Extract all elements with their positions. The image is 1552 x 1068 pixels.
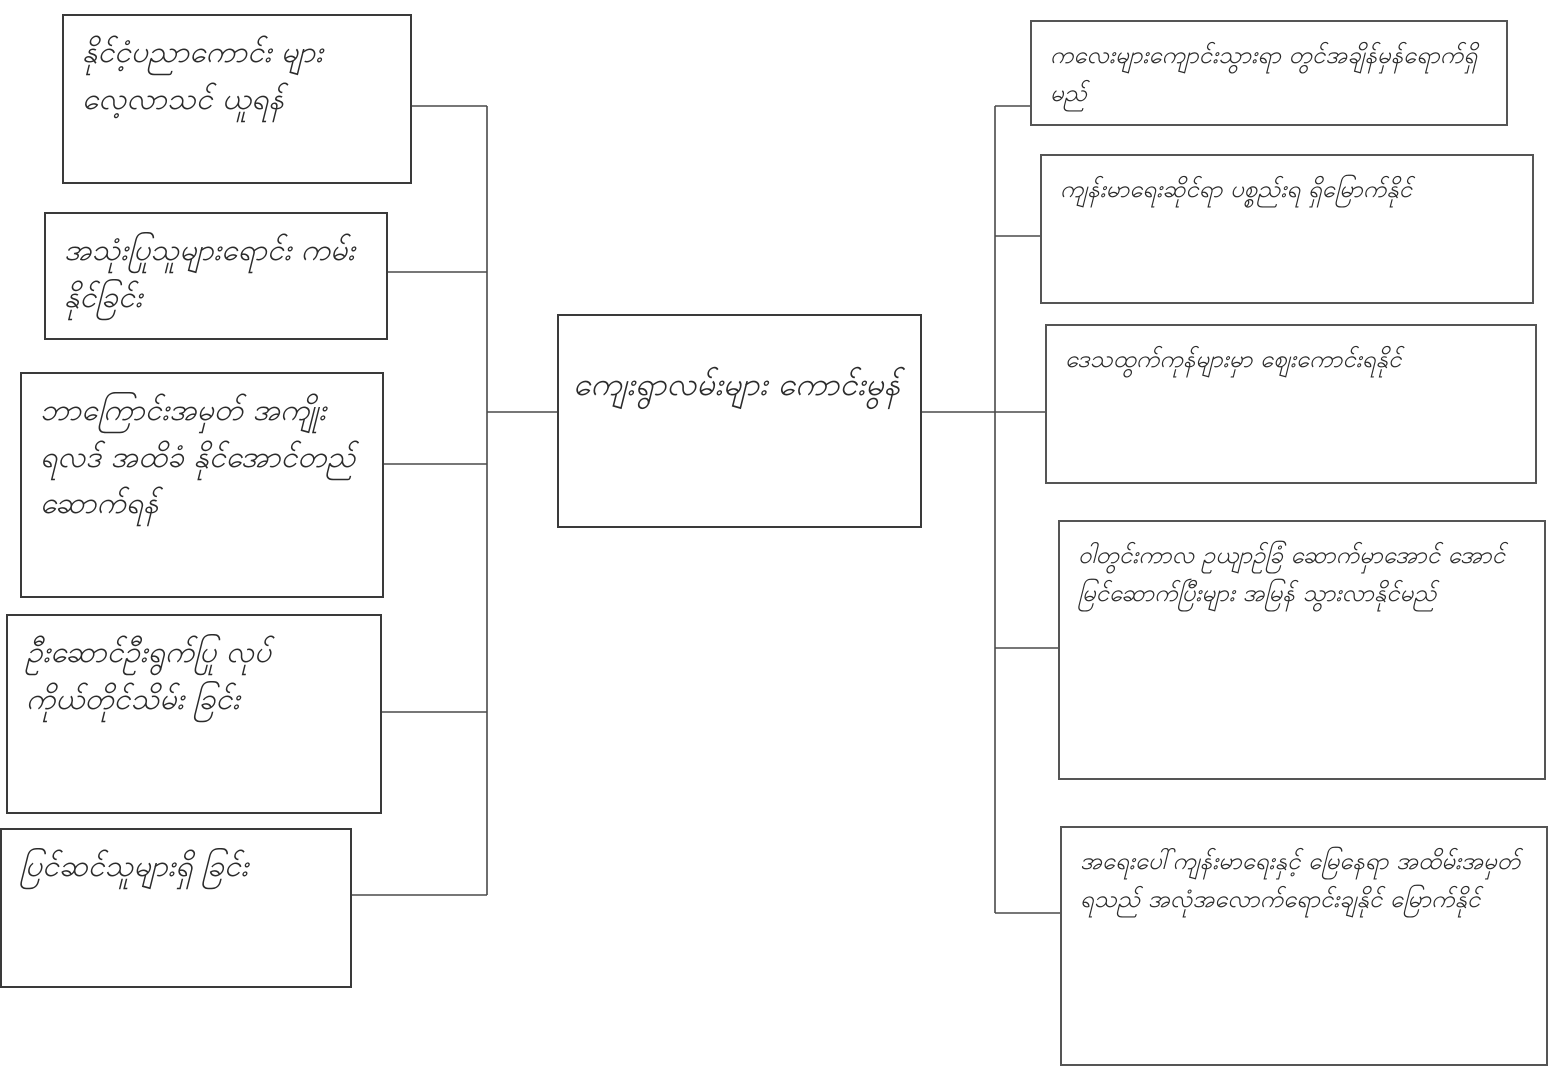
left-box-3-text: ဘာကြောင်းအမှတ် အကျိုးရလဒ် အထိခံ နိုင်အော… (40, 393, 356, 521)
left-box-4: ဦးဆောင်ဦးရွက်ပြု လုပ်ကိုယ်တိုင်သိမ်း ခြင… (6, 614, 382, 814)
left-box-5: ပြင်ဆင်သူများရှိ ခြင်း (0, 828, 352, 988)
right-box-4: ဝါတွင်းကာလ ဥယျာဉ်ခြံ ဆောက်မှာအောင် အောင်… (1058, 520, 1546, 780)
right-box-1: ကလေးများကျောင်းသွားရာ တွင်အချိန်မှန်ရောက… (1030, 20, 1508, 126)
center-box: ကျေးရွာလမ်းများ ကောင်းမွန် (557, 314, 922, 528)
center-box-text: ကျေးရွာလမ်းများ ကောင်းမွန် (573, 365, 901, 403)
right-box-2-text: ကျန်းမာရေးဆိုင်ရာ ပစ္စည်းရ ရှိမြောက်နိုင… (1060, 175, 1413, 203)
right-box-3-text: ဒေသထွက်ကုန်များမှာ ဈေးကောင်းရနိုင် (1065, 345, 1402, 373)
left-box-1: နိုင်ငံ့ပညာကောင်း များလေ့လာသင် ယူရန် (62, 14, 412, 184)
right-box-2: ကျန်းမာရေးဆိုင်ရာ ပစ္စည်းရ ရှိမြောက်နိုင… (1040, 154, 1534, 304)
left-box-2: အသုံးပြုသူများရောင်း ကမ်းနိုင်ခြင်း (44, 212, 388, 340)
left-box-4-text: ဦးဆောင်ဦးရွက်ပြု လုပ်ကိုယ်တိုင်သိမ်း ခြင… (26, 635, 272, 717)
left-box-2-text: အသုံးပြုသူများရောင်း ကမ်းနိုင်ခြင်း (64, 233, 355, 315)
right-box-5-text: အရေးပေါ်ကျန်းမာရေးနှင့် မြေနေရာ အထိမ်းအမ… (1080, 847, 1521, 914)
right-box-1-text: ကလေးများကျောင်းသွားရာ တွင်အချိန်မှန်ရောက… (1050, 41, 1478, 108)
left-box-3: ဘာကြောင်းအမှတ် အကျိုးရလဒ် အထိခံ နိုင်အော… (20, 372, 384, 598)
right-box-4-text: ဝါတွင်းကာလ ဥယျာဉ်ခြံ ဆောက်မှာအောင် အောင်… (1078, 541, 1506, 608)
left-box-1-text: နိုင်ငံ့ပညာကောင်း များလေ့လာသင် ယူရန် (82, 35, 323, 117)
right-box-5: အရေးပေါ်ကျန်းမာရေးနှင့် မြေနေရာ အထိမ်းအမ… (1060, 826, 1548, 1066)
right-box-3: ဒေသထွက်ကုန်များမှာ ဈေးကောင်းရနိုင် (1045, 324, 1537, 484)
left-box-5-text: ပြင်ဆင်သူများရှိ ခြင်း (20, 849, 249, 884)
